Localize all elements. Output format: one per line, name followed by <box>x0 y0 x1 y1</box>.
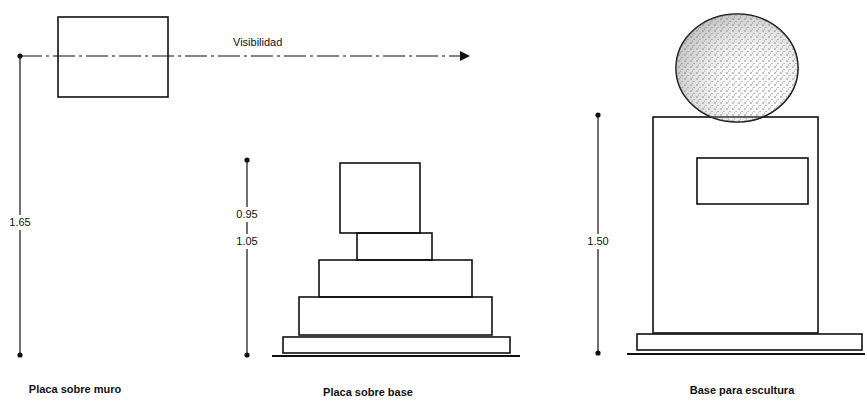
axis-label: Visibilidad <box>233 36 282 49</box>
caption: Placa sobre base <box>323 386 413 399</box>
dimension: 1.65 <box>8 215 31 230</box>
dimension: 0.95 <box>235 207 258 222</box>
caption: Placa sobre muro <box>29 383 121 396</box>
caption: Base para escultura <box>690 384 795 397</box>
dimension: 1.50 <box>586 234 609 249</box>
dimension: 1.05 <box>235 234 258 249</box>
